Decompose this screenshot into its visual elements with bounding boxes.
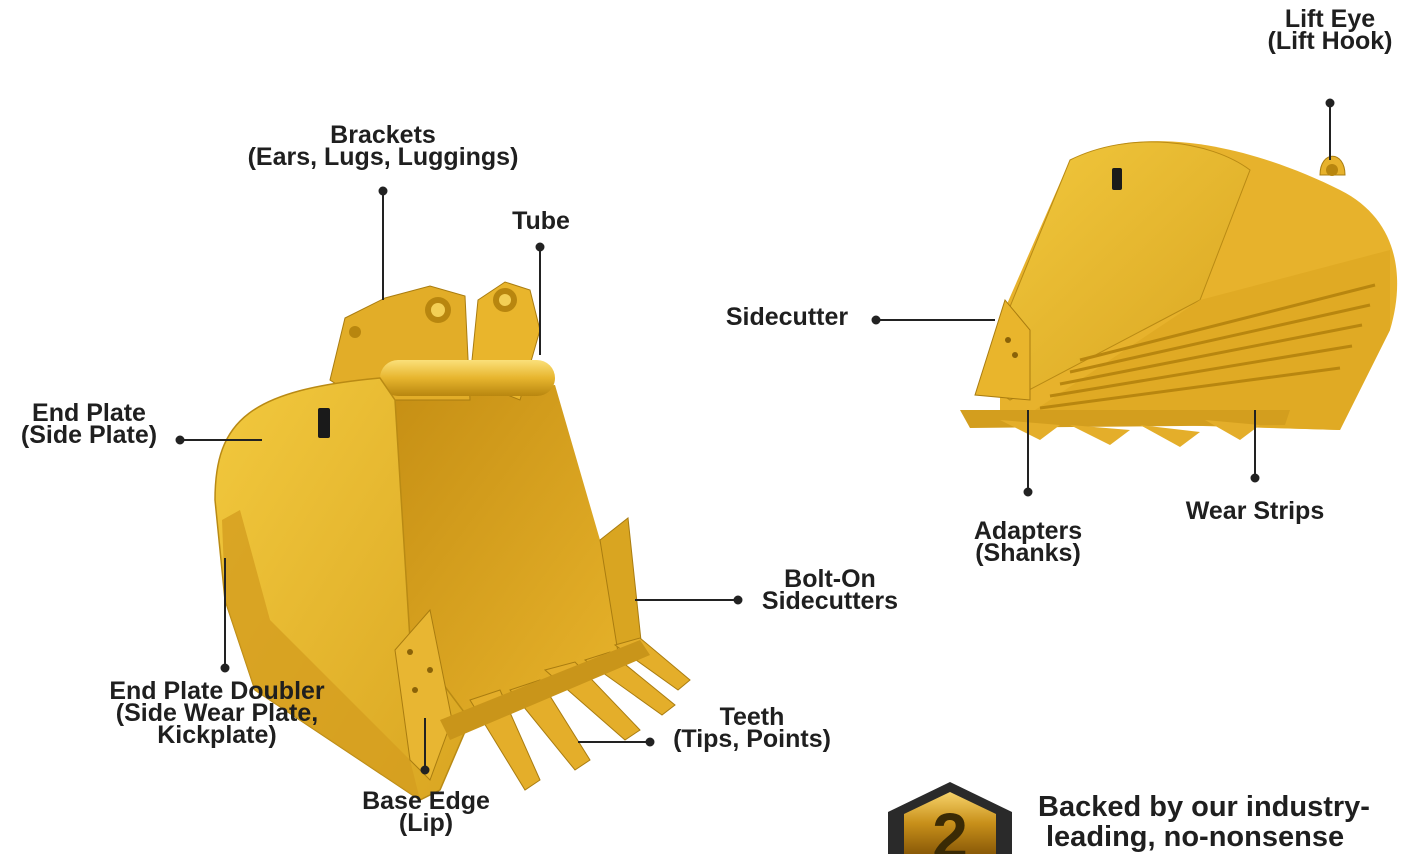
base-edge-label: Base Edge (Lip) bbox=[340, 790, 512, 834]
lift-eye-label: Lift Eye (Lift Hook) bbox=[1254, 8, 1406, 52]
brackets-subtitle: (Ears, Lugs, Luggings) bbox=[218, 146, 548, 168]
tube-label: Tube bbox=[496, 210, 586, 232]
base-edge-subtitle: (Lip) bbox=[340, 812, 512, 834]
warranty-badge-icon: 2 bbox=[874, 774, 1026, 854]
sidecutter-title: Sidecutter bbox=[704, 306, 870, 328]
promo-text: Backed by our industry- leading, no-nons… bbox=[1038, 792, 1414, 852]
tube-title: Tube bbox=[496, 210, 586, 232]
adapters-subtitle: (Shanks) bbox=[954, 542, 1102, 564]
teeth-subtitle: (Tips, Points) bbox=[654, 728, 850, 750]
lift-eye-subtitle: (Lift Hook) bbox=[1254, 30, 1406, 52]
adapters-label: Adapters (Shanks) bbox=[954, 520, 1102, 564]
brackets-label: Brackets (Ears, Lugs, Luggings) bbox=[218, 124, 548, 168]
bolt-on-sidecutters-label: Bolt-On Sidecutters bbox=[742, 568, 918, 612]
end-plate-doubler-subtitle-2: Kickplate) bbox=[82, 724, 352, 746]
sidecutter-label: Sidecutter bbox=[704, 306, 870, 328]
teeth-label: Teeth (Tips, Points) bbox=[654, 706, 850, 750]
right-bucket-image bbox=[960, 141, 1397, 447]
end-plate-label: End Plate (Side Plate) bbox=[4, 402, 174, 446]
bolt-on-sidecutters-subtitle: Sidecutters bbox=[742, 590, 918, 612]
end-plate-subtitle: (Side Plate) bbox=[4, 424, 174, 446]
end-plate-doubler-label: End Plate Doubler (Side Wear Plate, Kick… bbox=[82, 680, 352, 746]
promo-line-2: leading, no-nonsense bbox=[1038, 822, 1414, 852]
wear-strips-title: Wear Strips bbox=[1164, 500, 1346, 522]
wear-strips-label: Wear Strips bbox=[1164, 500, 1346, 522]
promo-line-1: Backed by our industry- bbox=[1038, 792, 1414, 822]
